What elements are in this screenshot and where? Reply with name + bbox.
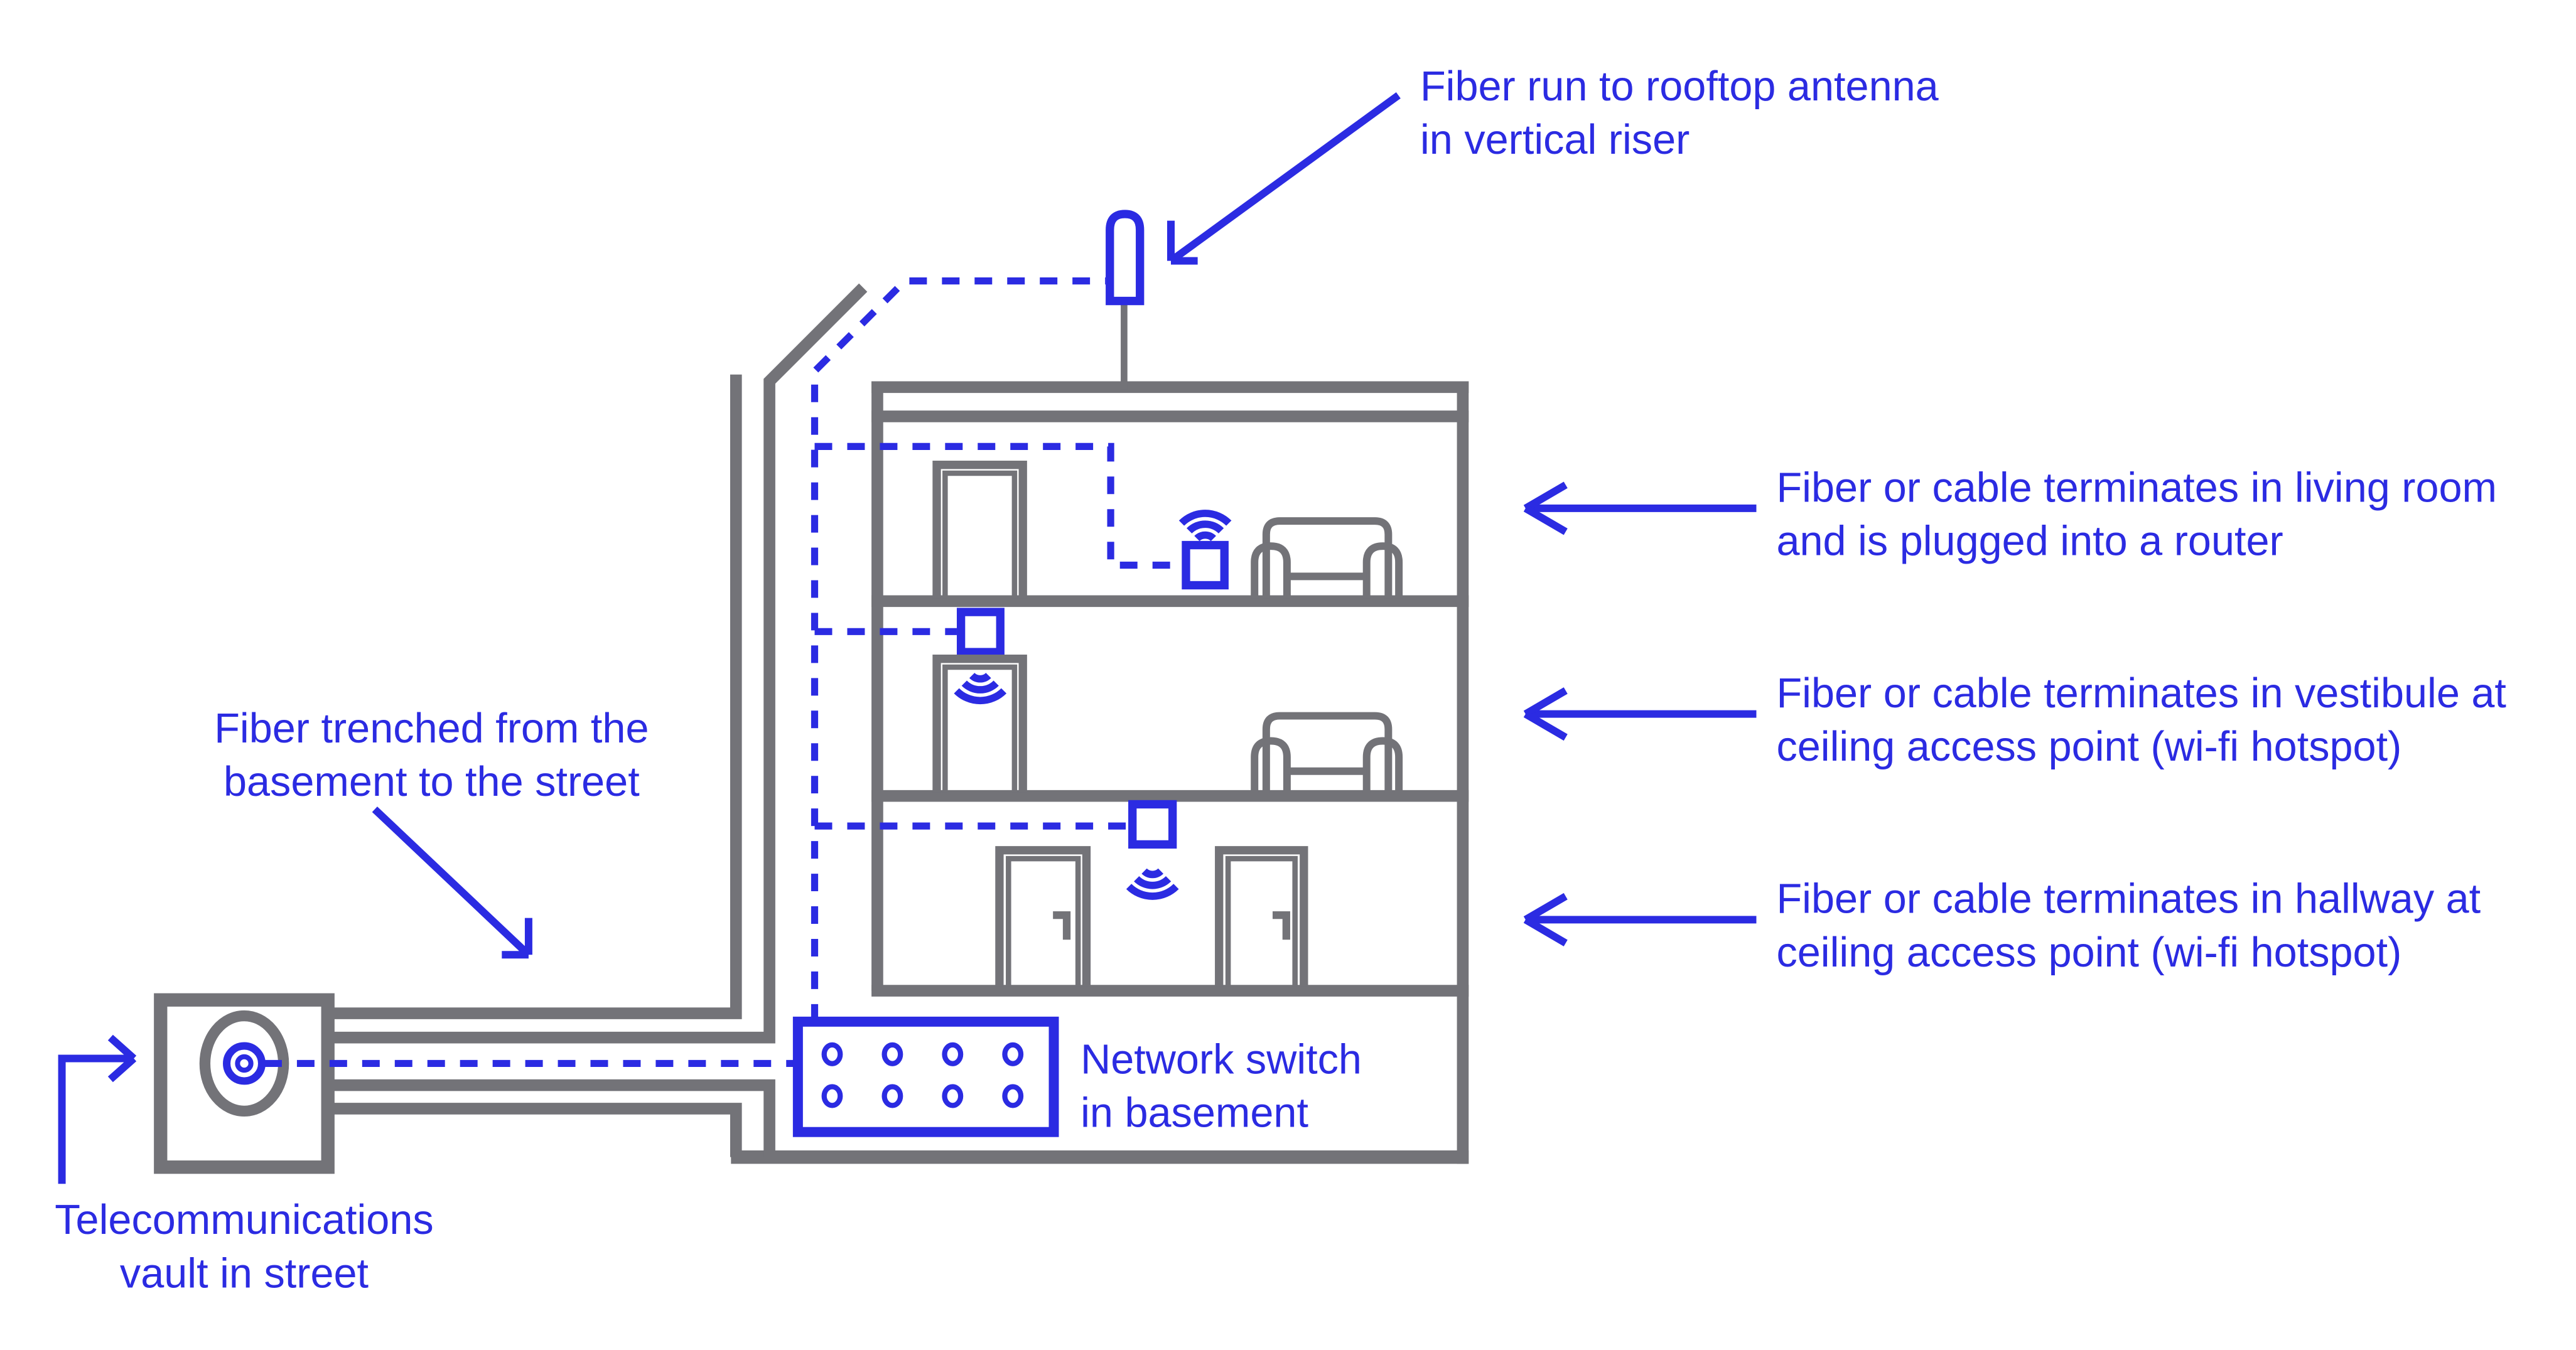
label-line: Telecommunications: [55, 1197, 434, 1245]
label-line: Fiber run to rooftop antenna: [1420, 63, 1939, 110]
vestibule-door-inner: [942, 664, 1018, 793]
annotation-arrows: [58, 92, 1757, 1184]
fiber-paths: [264, 277, 1181, 1068]
hallway-door-right: [1215, 846, 1308, 987]
building-outline: [731, 381, 1469, 1164]
vestibule: [932, 608, 1403, 794]
wifi-waves-down-icon: [954, 672, 1007, 705]
router-icon: [1182, 540, 1229, 590]
wifi-access-point-icon: [956, 608, 1005, 656]
arrow-to-vault: [58, 1034, 137, 1184]
hallway: [995, 800, 1308, 987]
network-switch-icon: [792, 1016, 1059, 1137]
label-line: Fiber or cable terminates in vestibule a…: [1776, 670, 2506, 717]
arrow-to-antenna: [1167, 92, 1401, 265]
fiber-branch-living-room: [814, 442, 1181, 569]
rooftop-antenna: [1106, 210, 1145, 390]
label-network-switch: Network switch in basement: [1081, 1034, 1362, 1141]
label-vault: Telecommunications vault in street: [43, 1194, 445, 1301]
vault-duct-ellipse: [199, 1010, 289, 1117]
label-trench: Fiber trenched from the basement to the …: [197, 702, 666, 810]
label-line: Fiber or cable terminates in living room: [1776, 464, 2498, 512]
conduit-lower-inner-line: [328, 1079, 775, 1157]
vestibule-door-outer: [932, 655, 1027, 793]
label-line: in vertical riser: [1420, 117, 1690, 164]
living-room: [932, 461, 1403, 599]
fiber-bullseye-center-icon: [235, 1054, 254, 1073]
living-room-door-inner: [942, 470, 1018, 599]
arrow-to-trench: [372, 806, 532, 959]
vault-box: [154, 993, 335, 1174]
wifi-waves-down-icon: [1126, 868, 1179, 900]
conduit-riser-left-line: [328, 374, 742, 1019]
living-room-door-outer: [932, 461, 1027, 599]
door-handle-icon: [1053, 911, 1071, 940]
label-living-room: Fiber or cable terminates in living room…: [1776, 461, 2497, 569]
label-rooftop-antenna: Fiber run to rooftop antenna in vertical…: [1420, 60, 1939, 168]
label-line: ceiling access point (wi-fi hotspot): [1776, 929, 2402, 977]
label-line: Fiber or cable terminates in hallway at: [1776, 876, 2481, 923]
door-handle-icon: [1272, 911, 1290, 940]
wifi-waves-up-icon: [1178, 510, 1232, 542]
fiber-bullseye-icon: [223, 1042, 266, 1085]
label-line: basement to the street: [223, 759, 640, 806]
label-line: in basement: [1081, 1090, 1309, 1137]
label-line: and is plugged into a router: [1776, 518, 2283, 565]
conduit-lower-outer-line: [328, 1103, 742, 1157]
label-line: vault in street: [119, 1250, 369, 1298]
label-line: Fiber trenched from the: [214, 705, 649, 753]
label-vestibule: Fiber or cable terminates in vestibule a…: [1776, 667, 2506, 774]
riser-and-trench-conduit: [328, 283, 868, 1157]
conduit-riser-right-line-with-roof-flare: [328, 283, 868, 1044]
arrow-to-vestibule: [1523, 687, 1757, 741]
rooftop-antenna-icon: [1106, 210, 1145, 306]
wifi-access-point-icon: [1128, 800, 1177, 849]
hallway-door-left: [995, 846, 1091, 987]
armchair: [1251, 712, 1403, 794]
label-line: ceiling access point (wi-fi hotspot): [1776, 724, 2402, 771]
label-hallway: Fiber or cable terminates in hallway at …: [1776, 873, 2481, 980]
switch-ports: [821, 1042, 1024, 1108]
label-line: Network switch: [1081, 1036, 1362, 1084]
arrow-to-hallway: [1523, 892, 1757, 946]
telecom-vault: [154, 993, 335, 1174]
switch-box: [792, 1016, 1059, 1137]
arrow-to-living-room: [1523, 481, 1757, 535]
armchair: [1251, 517, 1403, 599]
